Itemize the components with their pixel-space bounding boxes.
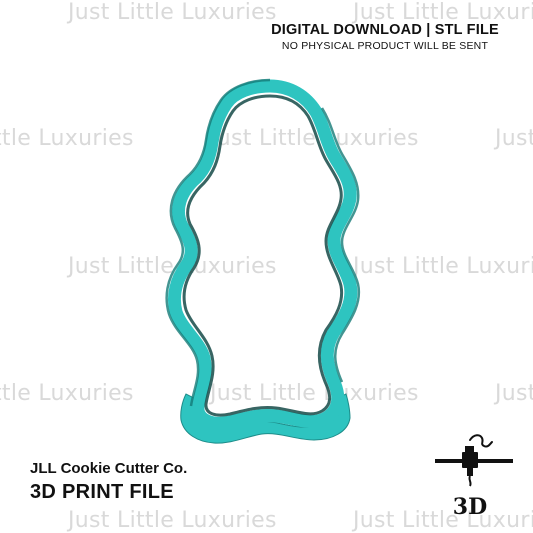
3d-label: 3D <box>453 494 487 520</box>
3d-printer-icon: 3D <box>435 434 513 520</box>
company-name: JLL Cookie Cutter Co. <box>30 460 188 477</box>
cutter-wall-highlight <box>165 78 271 407</box>
cutter-wall-right-shadow <box>320 107 361 383</box>
watermark-text: Just Little Luxuries <box>495 126 533 151</box>
cutter-wall-outer <box>167 79 358 430</box>
product-type-title: 3D PRINT FILE <box>30 481 174 503</box>
watermark-text: Just Little Luxuries <box>68 508 277 533</box>
download-type-heading: DIGITAL DOWNLOAD | STL FILE <box>271 22 499 38</box>
download-notice: DIGITAL DOWNLOAD | STL FILE NO PHYSICAL … <box>265 22 505 52</box>
watermark-text: Just Little Luxuries <box>353 254 533 279</box>
watermark-text: Just Little Luxuries <box>210 381 419 406</box>
cutter-wall-inner-edge <box>182 94 344 417</box>
brand-block: JLL Cookie Cutter Co. 3D PRINT FILE <box>30 460 187 504</box>
watermark-text: Just Little Luxuries <box>0 126 134 151</box>
watermark-text: Just Little Luxuries <box>353 508 533 533</box>
watermark-text: Just Little Luxuries <box>495 381 533 406</box>
watermark-text: Just Little Luxuries <box>353 0 533 25</box>
watermark-text: Just Little Luxuries <box>68 0 277 25</box>
no-physical-product-notice: NO PHYSICAL PRODUCT WILL BE SENT <box>281 40 489 52</box>
watermark-text: Just Little Luxuries <box>0 381 134 406</box>
